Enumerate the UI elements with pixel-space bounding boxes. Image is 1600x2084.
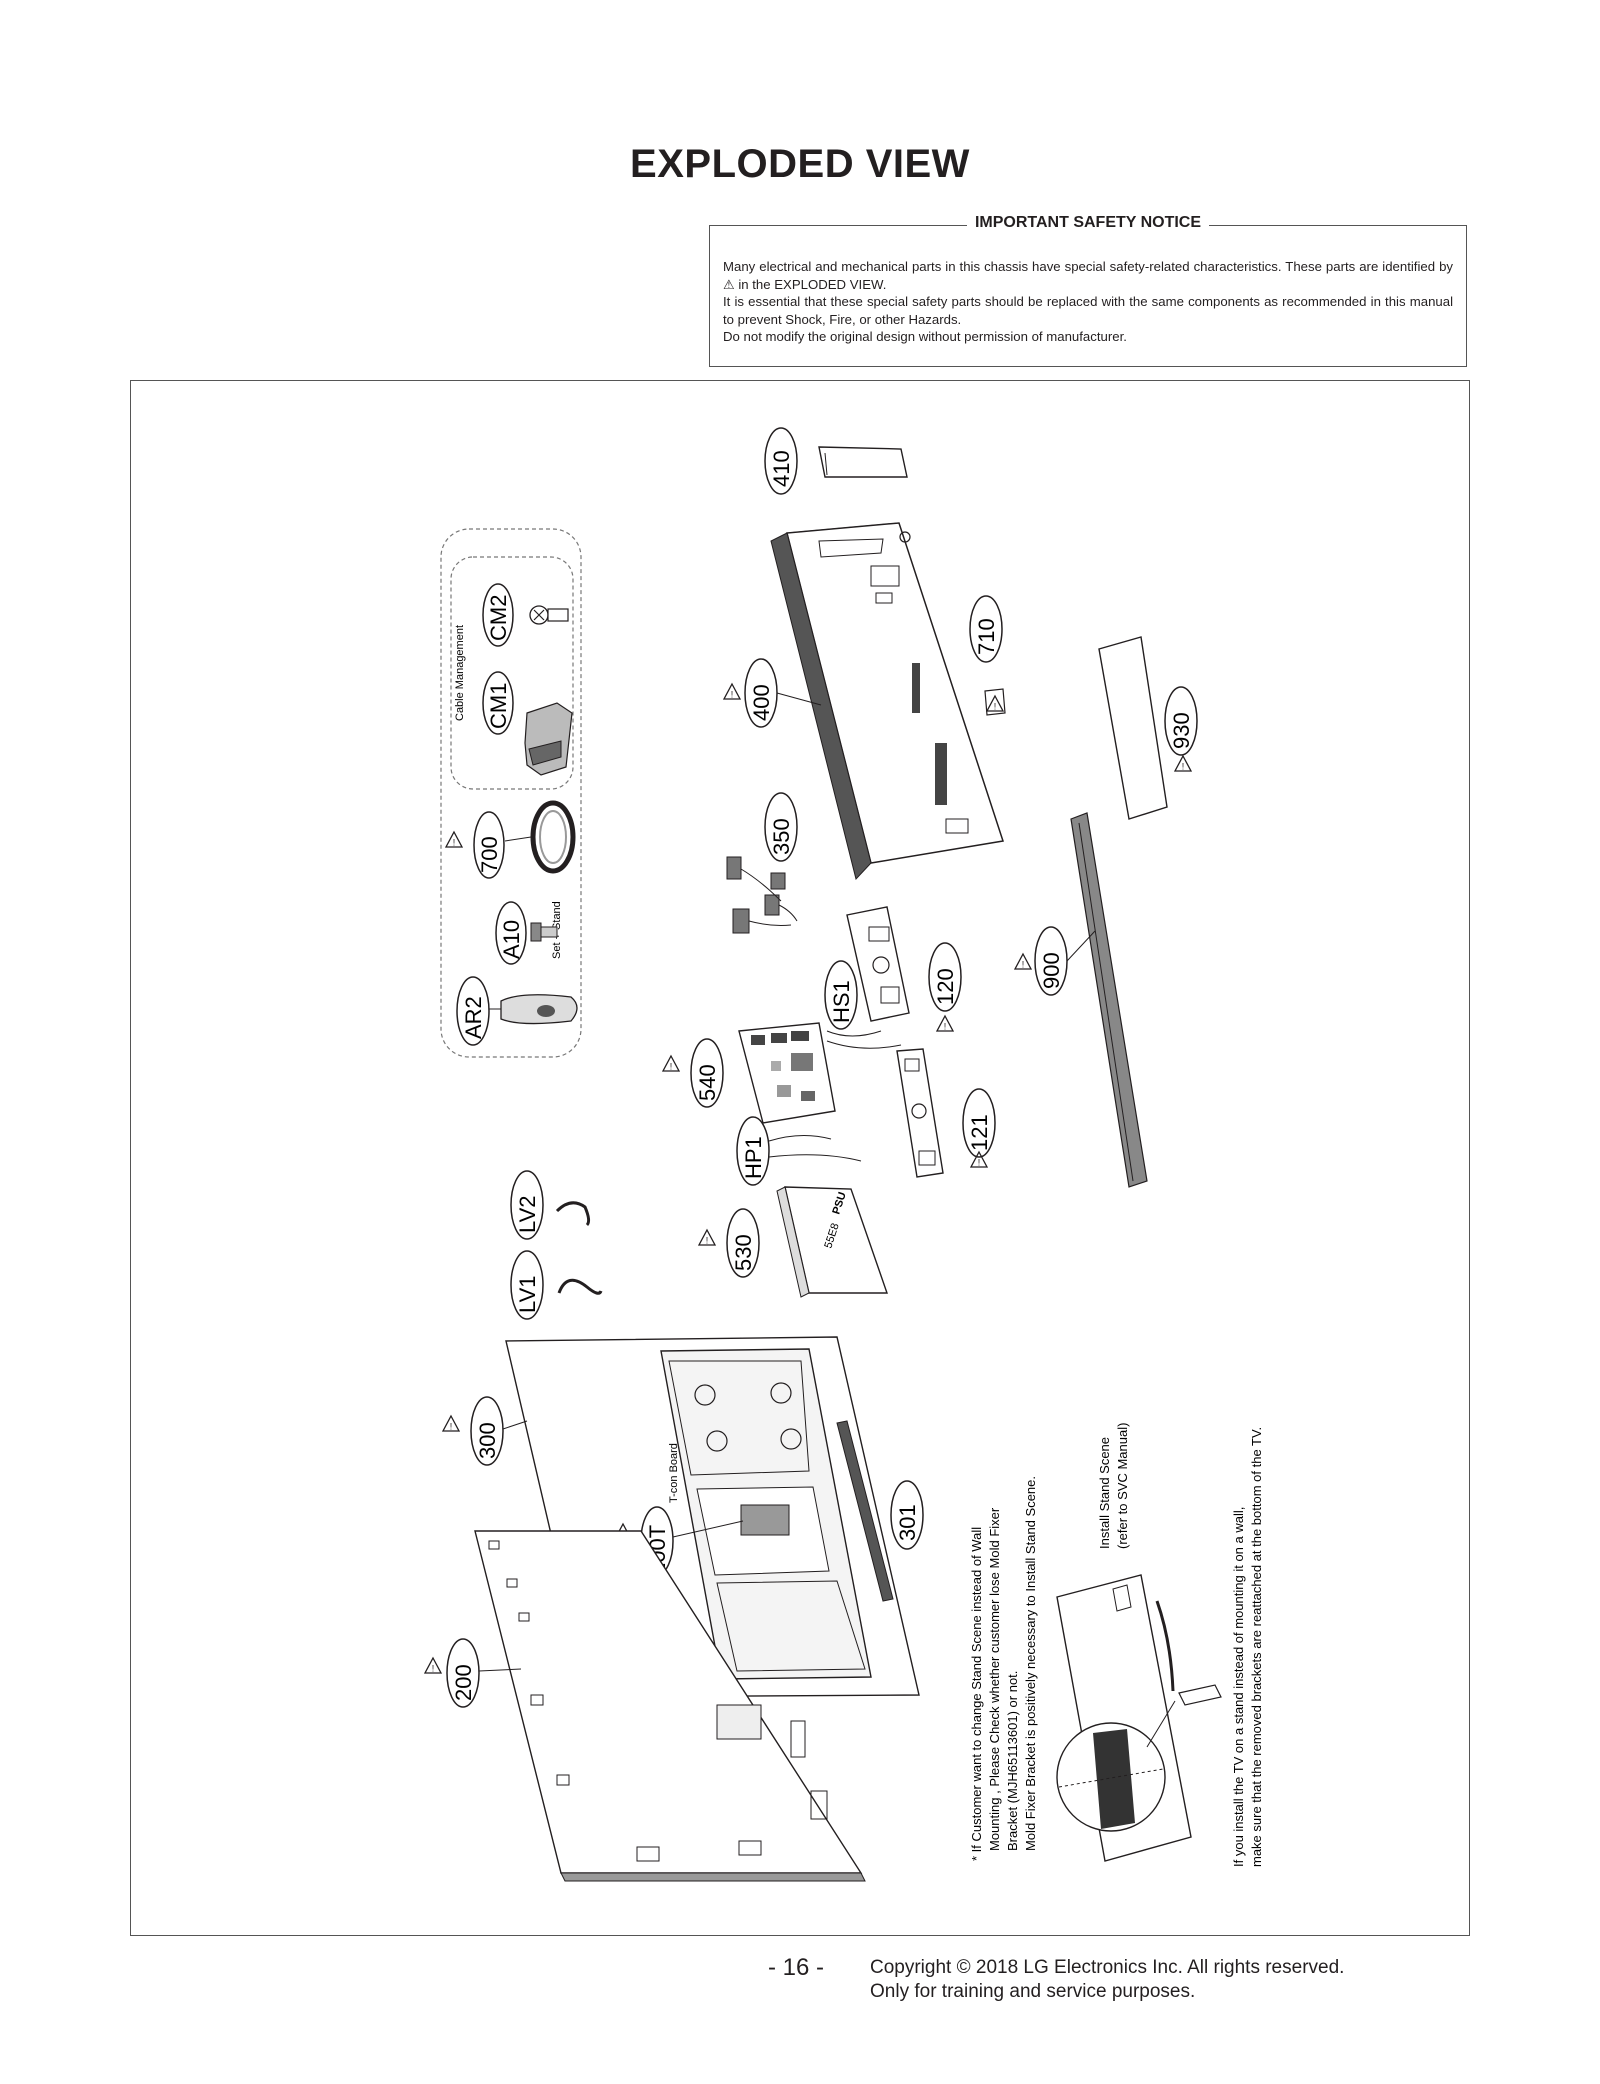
label-530: 530 [731, 1234, 756, 1271]
safety-line-1-end: in the EXPLODED VIEW. [738, 276, 887, 292]
cable-management-label: Cable Management [454, 625, 466, 721]
label-hs1: HS1 [829, 980, 854, 1023]
label-cm2: CM2 [486, 595, 511, 641]
safety-line-3: Do not modify the original design withou… [723, 329, 1127, 344]
part-lv2: LV2 [510, 1170, 591, 1240]
part-700: 700 [445, 800, 576, 879]
page-number: - 16 - [768, 1954, 825, 1981]
label-301: 301 [895, 1504, 920, 1541]
label-lv1: LV1 [515, 1275, 540, 1313]
wall-note-line-1: * If Customer want to change Stand Scene… [969, 1527, 984, 1861]
part-200: 200 [424, 1530, 866, 1882]
part-930: 930 [1098, 636, 1198, 820]
wall-note-line-3: Bracket (MJH65113601) or not. [1005, 1671, 1020, 1851]
label-350: 350 [769, 818, 794, 855]
label-300: 300 [475, 1422, 500, 1459]
part-301: 301 [836, 1420, 924, 1602]
wall-note-line-2: Mounting , Please Check whether customer… [987, 1507, 1002, 1851]
part-cm2: CM2 [482, 583, 569, 647]
stand-note-line-1: If you install the TV on a stand instead… [1231, 1507, 1246, 1867]
part-410: 410 [764, 427, 908, 495]
part-120: 120 [846, 906, 962, 1033]
part-121: 121 [896, 1048, 996, 1178]
stand-install-illustration [1056, 1574, 1222, 1862]
accessories-box [440, 528, 582, 1058]
part-chassis: T-con Board 200T [614, 1348, 872, 1680]
label-400: 400 [749, 684, 774, 721]
part-530: 55E8 PSU 530 [698, 1186, 888, 1298]
stand-note-line-2: make sure that the removed brackets are … [1249, 1427, 1264, 1867]
label-cm1: CM1 [486, 683, 511, 729]
page-title: EXPLODED VIEW [630, 142, 970, 186]
label-710: 710 [974, 618, 999, 655]
label-410: 410 [769, 450, 794, 487]
label-930: 930 [1169, 712, 1194, 749]
safety-notice-text: Many electrical and mechanical parts in … [723, 258, 1453, 293]
label-lv2: LV2 [515, 1195, 540, 1233]
exploded-view-drawing: ! Cable Management Set + Stand CM2 CM1 7… [424, 427, 1264, 1882]
tcon-board-label: T-con Board [668, 1443, 680, 1503]
cable-management-box [450, 556, 574, 790]
label-540: 540 [695, 1064, 720, 1101]
part-hp1: HP1 [736, 1116, 862, 1186]
part-540: 540 [662, 1022, 836, 1124]
copyright: Copyright © 2018 LG Electronics Inc. All… [870, 1956, 1344, 2004]
part-400: 400 [723, 522, 1004, 881]
safety-notice-box: IMPORTANT SAFETY NOTICE Many electrical … [709, 214, 1467, 367]
part-ar2: AR2 [456, 976, 578, 1046]
part-710: 710 [969, 595, 1006, 716]
copyright-line-1: Copyright © 2018 LG Electronics Inc. All… [870, 1957, 1345, 1978]
safety-line-1: Many electrical and mechanical parts in … [723, 259, 1453, 274]
label-200: 200 [451, 1664, 476, 1701]
label-121: 121 [967, 1114, 992, 1151]
part-900: 900 [1014, 812, 1148, 1188]
part-cm1: CM1 [482, 671, 573, 776]
label-a10: A10 [499, 920, 524, 959]
install-stand-line-2: (refer to SVC Manual) [1115, 1423, 1130, 1549]
part-lv1: LV1 [510, 1250, 603, 1320]
label-ar2: AR2 [461, 996, 486, 1039]
safety-line-2: It is essential that these special safet… [723, 294, 1453, 327]
label-700: 700 [477, 836, 502, 873]
install-stand-line-1: Install Stand Scene [1097, 1437, 1112, 1549]
label-900: 900 [1039, 952, 1064, 989]
safety-notice-heading: IMPORTANT SAFETY NOTICE [966, 214, 1210, 231]
part-a10: A10 [495, 901, 558, 965]
warning-triangle-icon: ⚠ [723, 276, 735, 292]
label-hp1: HP1 [741, 1136, 766, 1179]
part-350: 350 [726, 792, 798, 934]
wall-note-line-4: Mold Fixer Bracket is positively necessa… [1023, 1476, 1038, 1851]
copyright-line-2: Only for training and service purposes. [870, 1981, 1196, 2002]
exploded-view-diagram: ! Cable Management Set + Stand CM2 CM1 7… [130, 380, 1470, 1936]
label-120: 120 [933, 968, 958, 1005]
part-hs1: HS1 [824, 960, 902, 1049]
